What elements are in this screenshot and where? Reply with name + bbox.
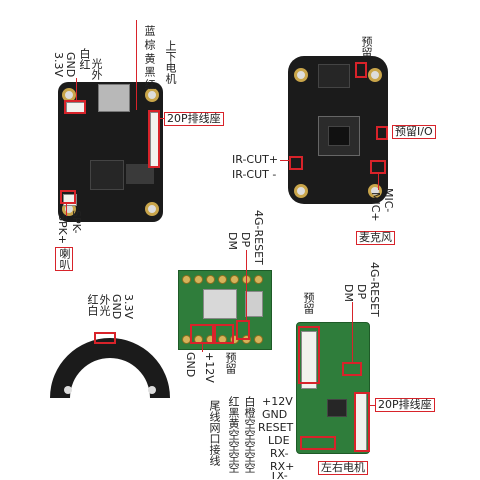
image-sensor <box>318 116 360 156</box>
annotation-line <box>202 344 203 352</box>
label-ldx: LDE <box>268 434 290 447</box>
board-sensor <box>288 56 388 204</box>
speaker-connector-highlight <box>60 190 76 204</box>
reserve-io-highlight <box>376 126 388 140</box>
label-spk-minus: SPK- <box>70 210 83 234</box>
label-gnd: GND <box>184 352 197 378</box>
label-wire-yellow: 黄 <box>143 53 156 64</box>
usb-port <box>245 291 263 317</box>
label-wire-red: 红 <box>143 79 156 90</box>
label-ircut-plus: IR-CUT+ <box>232 153 279 166</box>
board5-chip <box>327 399 347 417</box>
label-gnd: GND <box>262 408 288 421</box>
annotation-line <box>378 174 379 190</box>
mount-hole <box>294 68 308 82</box>
sensor-die <box>328 126 350 146</box>
label-wire-black: 黑 <box>143 66 156 77</box>
label-reserve-io: 预留I/O <box>392 125 436 139</box>
label-ir-light: 外光 <box>98 294 111 316</box>
label-red-white: 红白 <box>86 294 99 316</box>
board-interface <box>296 322 370 454</box>
mount-hole <box>145 202 159 216</box>
label-motor-lr: 左右电机 <box>318 461 368 475</box>
label-dm: DM <box>226 232 239 250</box>
label-rx-minus: RX- <box>270 447 289 460</box>
label-12v: +12V <box>203 352 216 383</box>
label-gnd: GND <box>64 52 77 78</box>
label-tail-cable: 尾线网口接线 <box>208 400 221 466</box>
label-ir-light: 光外 <box>90 58 103 80</box>
label-fpc-20p: 20P排线座 <box>375 398 435 412</box>
mount-hole <box>368 68 382 82</box>
power-connector-highlight <box>190 324 214 344</box>
label-spk-plus: SPK+ <box>56 214 69 245</box>
reserve-top-highlight <box>355 62 367 78</box>
annotation-line <box>76 78 77 100</box>
reserve-highlight <box>298 326 320 384</box>
label-dp: DP <box>239 232 252 248</box>
annotation-line <box>160 118 164 119</box>
ethernet-magnetics <box>126 164 154 184</box>
left-connector <box>301 331 317 389</box>
label-reserve: 预留 <box>302 292 315 314</box>
label-4g-reset: 4G-RESET <box>368 262 381 317</box>
annotation-line <box>280 160 289 161</box>
annotation-line <box>136 20 137 110</box>
label-speaker: 喇叭 <box>55 247 73 271</box>
sd-card-slot <box>98 84 130 112</box>
main-processor-chip <box>90 160 124 190</box>
label-wire-colors-1: 红黑黄空空空空 <box>227 396 240 473</box>
label-motor-updown: 上下电机 <box>164 40 177 84</box>
mount-hole <box>145 88 159 102</box>
label-reserve-top: 预留 <box>360 36 373 58</box>
mic-highlight <box>370 160 386 174</box>
board-4g-module <box>178 270 272 350</box>
ir-light-connector-highlight <box>64 100 86 114</box>
label-gnd: GND <box>110 294 123 320</box>
label-3v3: 3.3V <box>52 52 65 78</box>
fpc-connector-highlight <box>148 110 160 168</box>
label-rx-plus: RX+ <box>270 460 295 473</box>
usb-connector-highlight <box>236 320 250 340</box>
annotation-line <box>66 204 67 216</box>
annotation-line <box>352 302 353 362</box>
label-dp: DP <box>355 284 368 300</box>
label-tx-minus: TX- <box>270 472 288 480</box>
label-12v: +12V <box>262 395 293 408</box>
ir-ring-connector-highlight <box>94 332 116 344</box>
label-4g-reset: 4G-RESET <box>252 210 265 265</box>
label-wire-colors-2: 白橙空空空空空 <box>243 396 256 473</box>
annotation-line <box>246 250 247 320</box>
label-white-red: 白红 <box>78 48 91 70</box>
label-fpc-20p: 20P排线座 <box>164 112 224 126</box>
top-chip <box>318 64 350 88</box>
label-microphone: 麦克风 <box>356 231 395 245</box>
label-mic-minus: MIC- <box>382 188 395 213</box>
board-ir-ring <box>50 338 170 398</box>
label-reset: RESET <box>258 421 294 434</box>
annotation-line <box>370 405 375 406</box>
label-3v3: 3.3V <box>122 294 135 320</box>
4g-chip <box>203 289 237 319</box>
reserve-connector-highlight <box>214 324 234 344</box>
usb-highlight <box>342 362 362 376</box>
tail-cable-highlight <box>300 436 336 450</box>
label-wire-brown: 棕 <box>143 39 156 50</box>
ircut-highlight <box>289 156 303 170</box>
label-ircut-minus: IR-CUT - <box>232 168 277 181</box>
label-reserve: 预留 <box>224 352 237 374</box>
label-dm: DM <box>342 284 355 302</box>
fpc-highlight <box>354 392 370 452</box>
label-wire-blue: 蓝 <box>143 25 156 36</box>
mount-hole <box>294 184 308 198</box>
label-mic-plus: MIC+ <box>369 192 382 222</box>
